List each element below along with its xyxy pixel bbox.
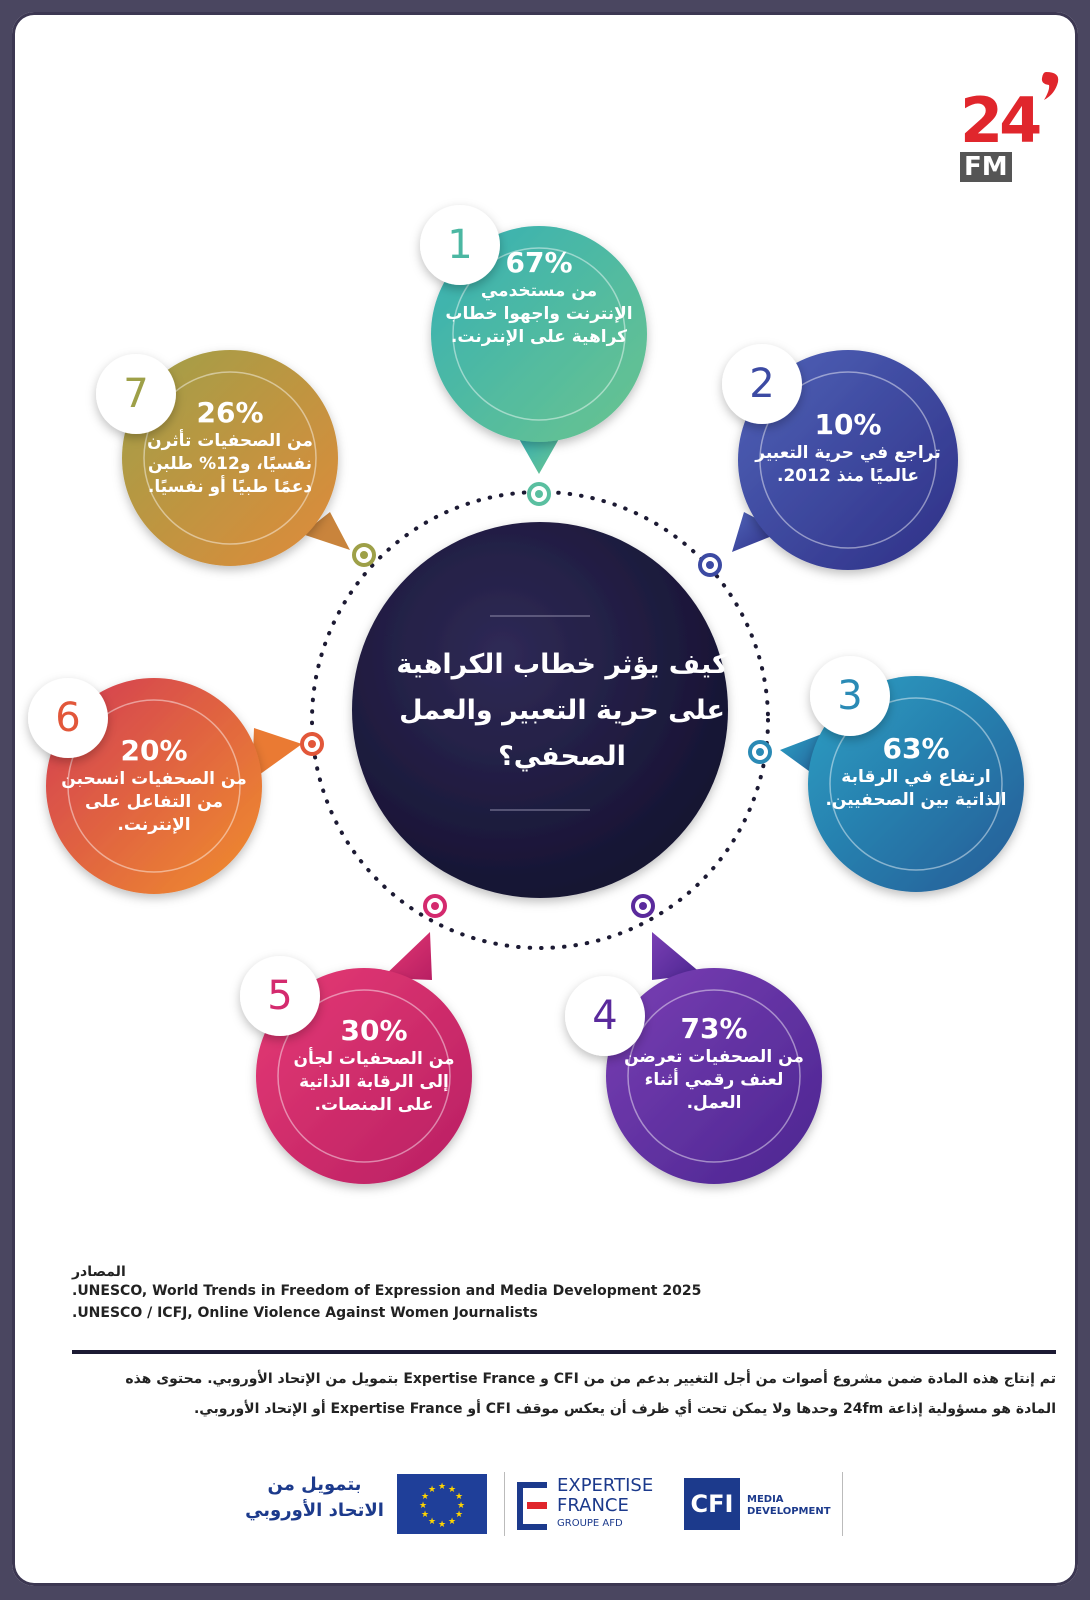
- expertise-france-logo-icon: [517, 1482, 547, 1530]
- bubble-5-number: 5: [267, 973, 293, 1019]
- svg-text:★: ★: [438, 1520, 446, 1530]
- source-item-2: .UNESCO / ICFJ, Online Violence Against …: [72, 1305, 538, 1321]
- bubble-6-percent: 20%: [120, 734, 188, 767]
- eu-funding-line-1: بتمويل من: [267, 1474, 362, 1495]
- eu-funding-line-2: الاتحاد الأوروبي: [245, 1500, 384, 1521]
- svg-text:★: ★: [421, 1510, 429, 1520]
- bubble-2-percent: 10%: [814, 408, 882, 441]
- bubble-4-text: 73% من الصحفيات تعرضن لعنف رقمي أثناء ال…: [614, 1012, 814, 1115]
- svg-text:★: ★: [457, 1501, 465, 1511]
- bubble-1-line-2: الإنترنت واجهوا خطاب: [445, 304, 633, 324]
- bubble-2-text: 10% تراجع في حرية التعبير عالميًا منذ 20…: [748, 408, 948, 488]
- infographic-card: 24 FM: [12, 12, 1078, 1586]
- logo-apostrophe-icon: [1041, 72, 1059, 100]
- center-question: كيف يؤثر خطاب الكراهية على حرية التعبير …: [372, 642, 752, 780]
- bubble-4-percent: 73%: [680, 1012, 748, 1045]
- bubble-7-percent: 26%: [196, 396, 264, 429]
- disclaimer-line-1: تم إنتاج هذه المادة ضمن مشروع أصوات من أ…: [125, 1371, 1056, 1387]
- logo-separator-1: [504, 1472, 505, 1536]
- dotted-ring: [310, 490, 770, 950]
- bubble-1-text: 67% من مستخدمي الإنترنت واجهوا خطاب كراه…: [439, 246, 639, 349]
- bubble-7-text: 26% من الصحفيات تأثرن نفسيًا، و12% طلبن …: [130, 396, 330, 499]
- bubble-7-line-3: دعمًا طبيًا أو نفسيًا.: [147, 477, 313, 497]
- svg-text:★: ★: [455, 1492, 463, 1502]
- brand-logo: 24 FM: [960, 72, 1070, 187]
- svg-text:★: ★: [455, 1510, 463, 1520]
- bubble-6-line-3: الإنترنت.: [117, 815, 191, 835]
- center-line-2: على حرية التعبير والعمل: [399, 695, 725, 726]
- bubble-4-number: 4: [592, 993, 618, 1039]
- sources-block: المصادر .UNESCO, World Trends in Freedom…: [72, 1264, 1032, 1324]
- bubble-2: [698, 344, 958, 577]
- bubble-2-line-2: عالميًا منذ 2012.: [776, 466, 920, 486]
- svg-text:★: ★: [428, 1517, 436, 1527]
- center-line-3: الصحفي؟: [498, 741, 626, 772]
- svg-text:★: ★: [421, 1492, 429, 1502]
- bubble-3-line-1: ارتفاع في الرقابة: [841, 767, 991, 787]
- bubble-5-percent: 30%: [340, 1014, 408, 1047]
- bubble-5: [240, 894, 472, 1184]
- bubble-4-line-3: العمل.: [686, 1093, 742, 1113]
- center-line-1: كيف يؤثر خطاب الكراهية: [396, 649, 728, 680]
- bubble-7: [96, 350, 376, 567]
- eu-funding-text: بتمويل من الاتحاد الأوروبي: [242, 1472, 387, 1524]
- bubble-6-text: 20% من الصحفيات انسحبن من التفاعل على ال…: [54, 734, 254, 837]
- expertise-france-line-2: FRANCE: [557, 1495, 629, 1516]
- bubble-3-line-2: الذاتية بين الصحفيين.: [825, 790, 1007, 810]
- sources-title: المصادر: [72, 1264, 126, 1280]
- bubble-4-line-1: من الصحفيات تعرضن: [624, 1047, 804, 1067]
- bubble-6-line-2: من التفاعل على: [85, 792, 223, 812]
- footer-divider: [72, 1350, 1056, 1354]
- svg-text:★: ★: [438, 1482, 446, 1492]
- bubble-3: [748, 656, 1024, 892]
- bubble-5-line-1: من الصحفيات لجأن: [293, 1049, 455, 1069]
- bubble-5-line-3: على المنصات.: [314, 1095, 434, 1115]
- logo-number: 24: [960, 84, 1042, 157]
- source-item-1: .UNESCO, World Trends in Freedom of Expr…: [72, 1283, 702, 1299]
- infographic-diagram: [28, 205, 1024, 1184]
- bubble-5-text: 30% من الصحفيات لجأن إلى الرقابة الذاتية…: [274, 1014, 474, 1117]
- center-circle: [352, 522, 728, 898]
- expertise-france-line-1: EXPERTISE: [557, 1475, 654, 1496]
- cfi-subtitle: MEDIA DEVELOPMENT: [747, 1494, 831, 1518]
- bubble-3-number: 3: [837, 673, 863, 719]
- bubble-2-line-1: تراجع في حرية التعبير: [755, 443, 941, 463]
- bubble-1-line-1: من مستخدمي: [480, 281, 598, 301]
- cfi-subtitle-line-1: MEDIA: [747, 1494, 784, 1505]
- bubble-3-text: 63% ارتفاع في الرقابة الذاتية بين الصحفي…: [816, 732, 1016, 812]
- disclaimer-text: تم إنتاج هذه المادة ضمن مشروع أصوات من أ…: [72, 1364, 1056, 1424]
- cfi-subtitle-line-2: DEVELOPMENT: [747, 1506, 831, 1517]
- eu-flag-icon: ★★★★ ★★★★ ★★★★: [397, 1474, 487, 1534]
- bubble-4: [565, 894, 822, 1184]
- bubble-6-number: 6: [55, 695, 81, 741]
- disclaimer-line-2: المادة هو مسؤولية إذاعة 24fm وحدها ولا ي…: [193, 1401, 1056, 1417]
- bubble-2-number: 2: [749, 361, 775, 407]
- bubble-1: [420, 205, 647, 506]
- bubble-6-line-1: من الصحفيات انسحبن: [61, 769, 247, 789]
- expertise-france-sub: GROUPE AFD: [557, 1518, 623, 1529]
- bubble-1-percent: 67%: [505, 246, 573, 279]
- bubble-3-percent: 63%: [882, 732, 950, 765]
- bubble-5-line-2: إلى الرقابة الذاتية: [299, 1072, 449, 1092]
- svg-text:★: ★: [448, 1517, 456, 1527]
- partner-logos: بتمويل من الاتحاد الأوروبي ★★★★ ★★★★ ★★★…: [242, 1472, 862, 1536]
- svg-text:★: ★: [428, 1485, 436, 1495]
- bubble-1-line-3: كراهية على الإنترنت.: [450, 327, 628, 347]
- bubble-6: [28, 678, 324, 894]
- svg-text:★: ★: [448, 1485, 456, 1495]
- bubble-7-line-2: نفسيًا، و12% طلبن: [147, 454, 312, 474]
- bubble-7-number: 7: [123, 371, 149, 417]
- bubble-1-number: 1: [447, 222, 473, 268]
- svg-text:★: ★: [419, 1501, 427, 1511]
- expertise-france-name: EXPERTISE FRANCE: [557, 1476, 653, 1516]
- bubble-4-line-2: لعنف رقمي أثناء: [644, 1070, 784, 1090]
- logo-separator-2: [842, 1472, 843, 1536]
- bubble-7-line-1: من الصحفيات تأثرن: [147, 431, 313, 451]
- cfi-logo: CFI: [684, 1478, 740, 1530]
- logo-fm: FM: [960, 152, 1012, 182]
